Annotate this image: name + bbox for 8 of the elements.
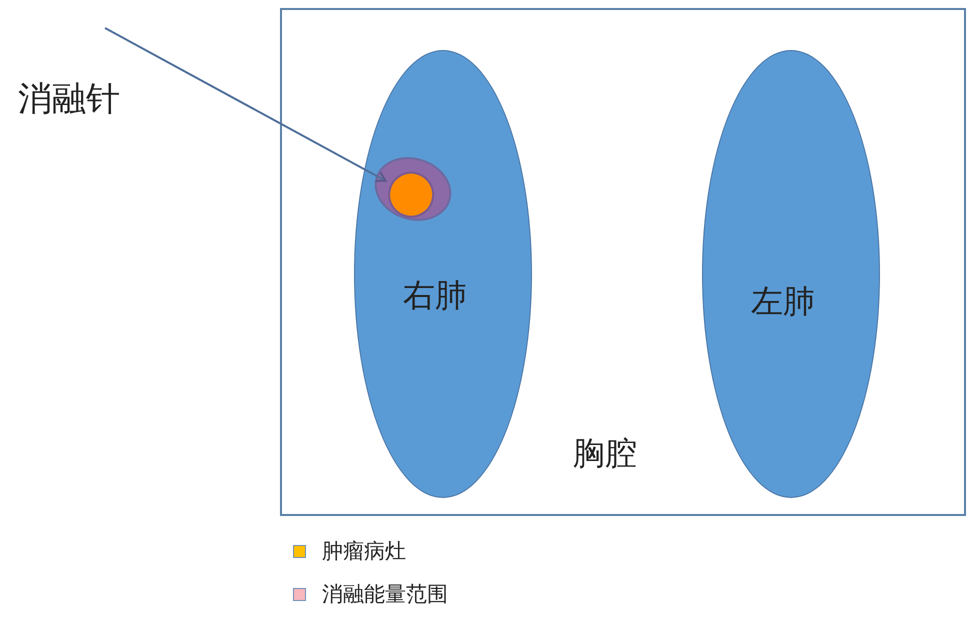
lung-label: 左肺: [751, 285, 815, 317]
needle-arrow: [104, 27, 387, 182]
chest-label: 胸腔: [573, 437, 637, 469]
legend-label: 消融能量范围: [322, 584, 448, 605]
legend-label: 肿瘤病灶: [322, 541, 406, 562]
needle-label: 消融针: [18, 82, 120, 116]
chest-box: [280, 8, 966, 516]
lung-label: 右肺: [403, 279, 467, 311]
